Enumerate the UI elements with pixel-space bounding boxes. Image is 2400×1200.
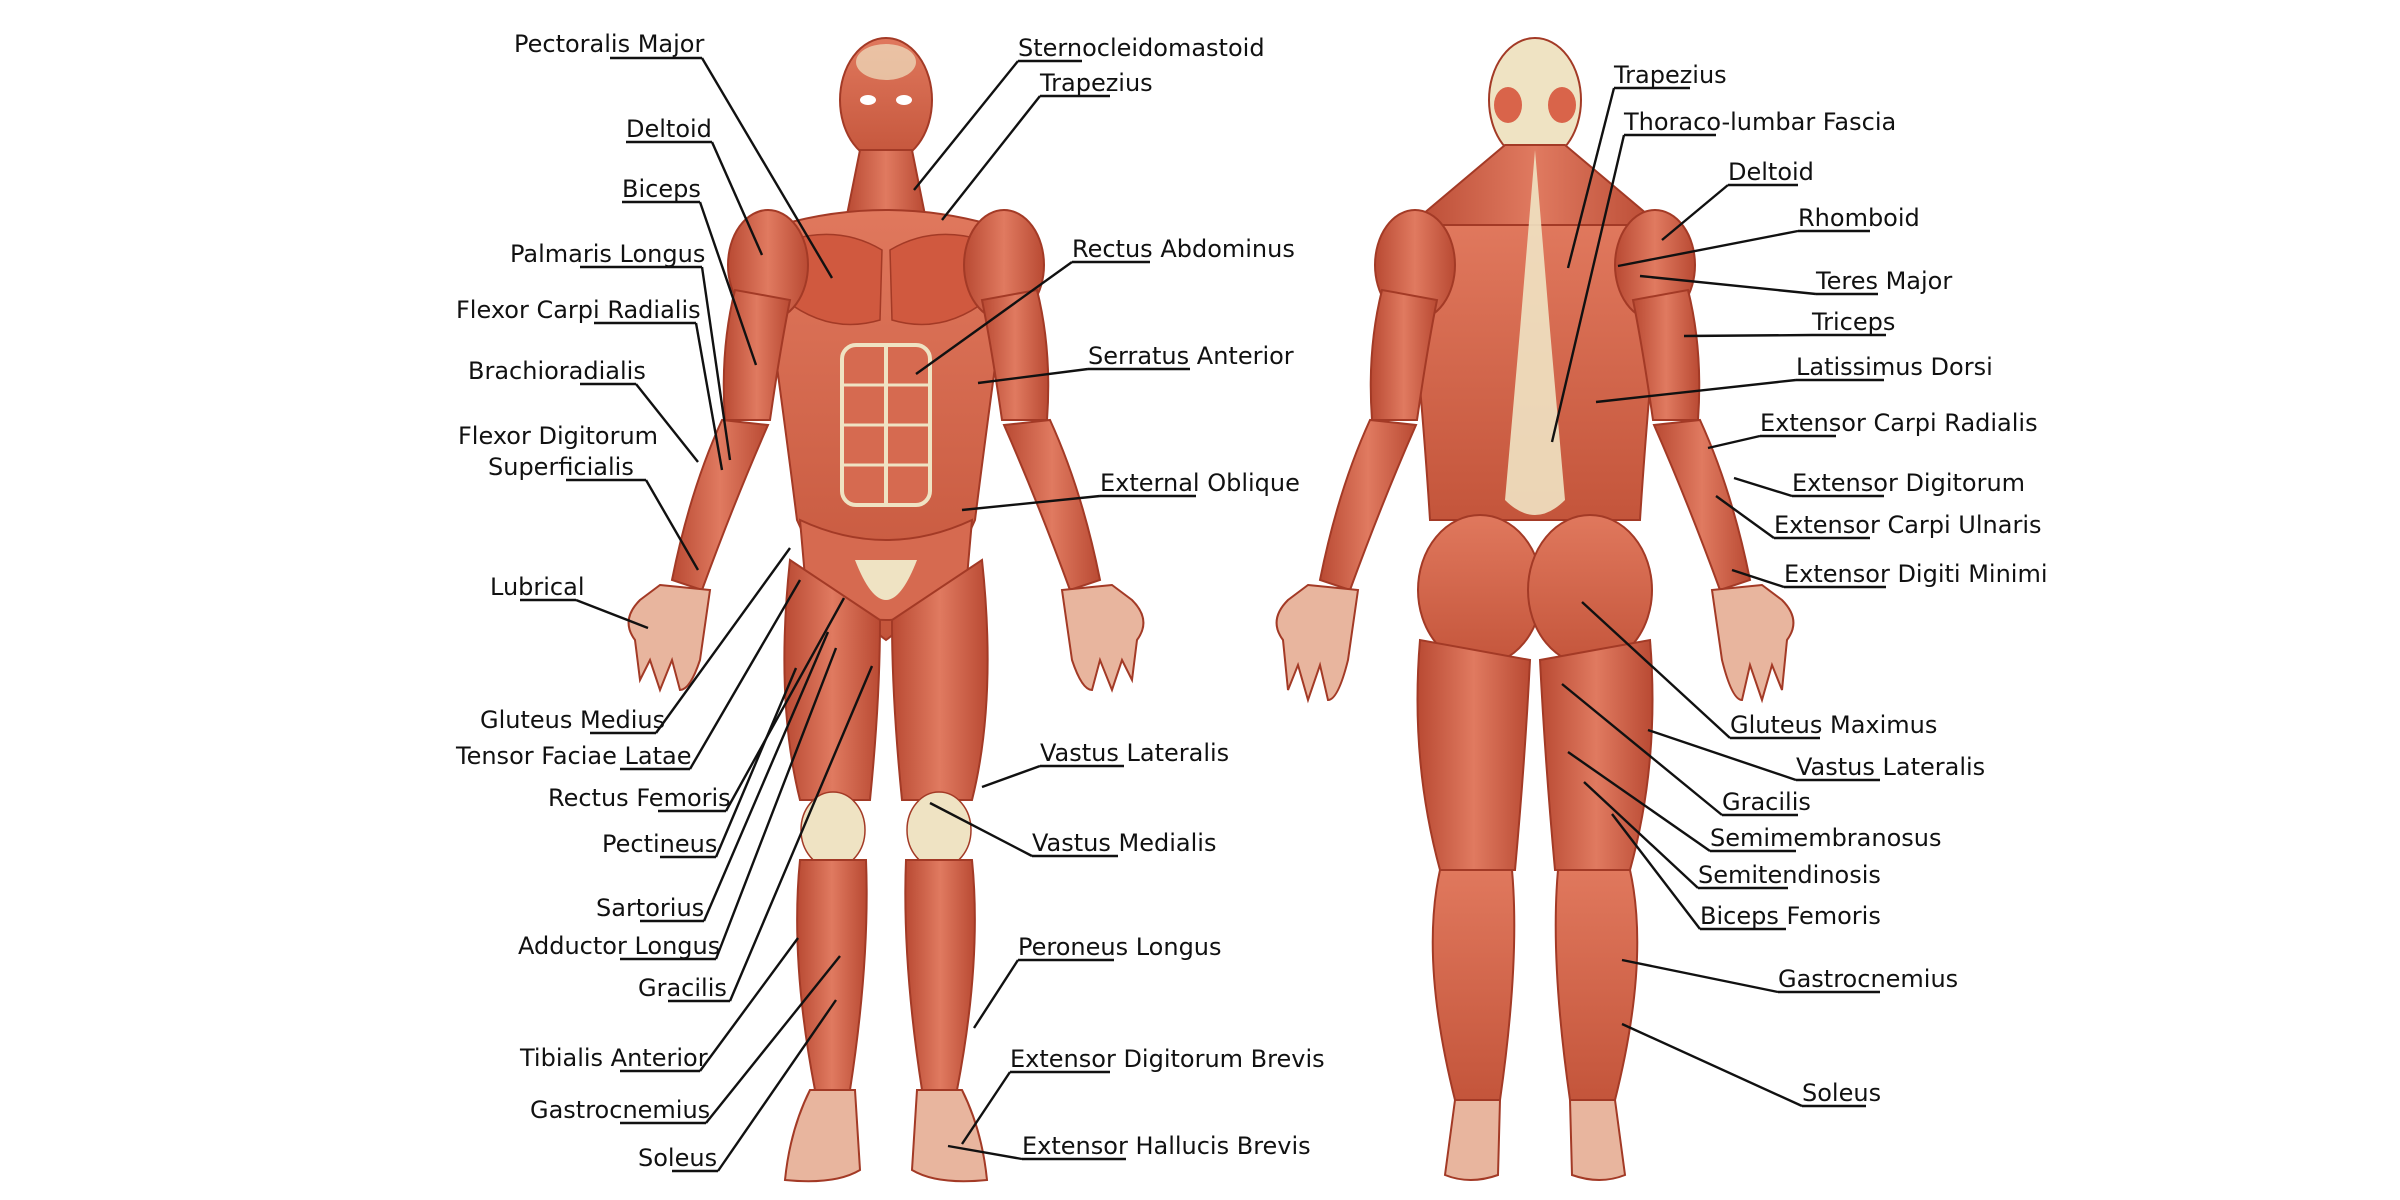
label-extensor-carpi-radialis: Extensor Carpi Radialis — [1760, 409, 2038, 437]
label-thoraco-lumbar-fascia: Thoraco-lumbar Fascia — [1623, 108, 1896, 136]
label-flexor-digitorum-1: Flexor Digitorum — [458, 422, 658, 450]
label-deltoid: Deltoid — [626, 115, 712, 143]
label-trapezius: Trapezius — [1039, 69, 1153, 97]
label-tibialis-anterior: Tibialis Anterior — [519, 1044, 708, 1072]
label-external-oblique: External Oblique — [1100, 469, 1300, 497]
label-serratus-anterior: Serratus Anterior — [1088, 342, 1294, 370]
label-tensor-faciae-latae: Tensor Faciae Latae — [455, 742, 691, 770]
label-flexor-digitorum-2: Superficialis — [488, 453, 634, 481]
label-back-soleus: Soleus — [1802, 1079, 1881, 1107]
label-extensor-digiti-minimi: Extensor Digiti Minimi — [1784, 560, 2048, 588]
label-extensor-digitorum-brevis: Extensor Digitorum Brevis — [1010, 1045, 1325, 1073]
label-flexor-carpi-radialis: Flexor Carpi Radialis — [456, 296, 701, 324]
label-biceps-femoris: Biceps Femoris — [1700, 902, 1881, 930]
label-gracilis: Gracilis — [638, 974, 727, 1002]
label-gastrocnemius: Gastrocnemius — [530, 1096, 710, 1124]
label-pectineus: Pectineus — [602, 830, 717, 858]
label-adductor-longus: Adductor Longus — [518, 932, 720, 960]
label-vastus-lateralis: Vastus Lateralis — [1040, 739, 1229, 767]
back-body-figure — [1275, 37, 1795, 1181]
label-rectus-abdominus: Rectus Abdominus — [1072, 235, 1295, 263]
front-annotations: Pectoralis Major Deltoid Biceps Palmaris… — [455, 30, 1325, 1173]
label-rectus-femoris: Rectus Femoris — [548, 784, 731, 812]
label-triceps: Triceps — [1811, 308, 1895, 336]
label-back-deltoid: Deltoid — [1728, 158, 1814, 186]
label-gluteus-medius: Gluteus Medius — [480, 706, 665, 734]
front-body-figure — [627, 37, 1145, 1183]
label-back-trapezius: Trapezius — [1613, 61, 1727, 89]
label-biceps: Biceps — [622, 175, 701, 203]
label-teres-major: Teres Major — [1815, 267, 1952, 295]
label-sternocleidomastoid: Sternocleidomastoid — [1018, 34, 1265, 62]
label-semitendinosis: Semitendinosis — [1698, 861, 1881, 889]
label-semimembranosus: Semimembranosus — [1710, 824, 1942, 852]
label-back-gastrocnemius: Gastrocnemius — [1778, 965, 1958, 993]
label-palmaris-longus: Palmaris Longus — [510, 240, 705, 268]
label-extensor-hallucis-brevis: Extensor Hallucis Brevis — [1022, 1132, 1311, 1160]
label-extensor-carpi-ulnaris: Extensor Carpi Ulnaris — [1774, 511, 2042, 539]
label-peroneus-longus: Peroneus Longus — [1018, 933, 1222, 961]
label-extensor-digitorum: Extensor Digitorum — [1792, 469, 2025, 497]
label-vastus-medialis: Vastus Medialis — [1032, 829, 1216, 857]
label-latissimus-dorsi: Latissimus Dorsi — [1796, 353, 1993, 381]
label-rhomboid: Rhomboid — [1798, 204, 1920, 232]
label-back-gracilis: Gracilis — [1722, 788, 1811, 816]
label-soleus: Soleus — [638, 1144, 717, 1172]
label-lubrical: Lubrical — [490, 573, 585, 601]
label-gluteus-maximus: Gluteus Maximus — [1730, 711, 1937, 739]
label-sartorius: Sartorius — [596, 894, 704, 922]
label-back-vastus-lateralis: Vastus Lateralis — [1796, 753, 1985, 781]
label-brachioradialis: Brachioradialis — [468, 357, 646, 385]
label-pectoralis-major: Pectoralis Major — [514, 30, 704, 58]
back-annotations: Trapezius Thoraco-lumbar Fascia Deltoid … — [1550, 61, 2048, 1108]
